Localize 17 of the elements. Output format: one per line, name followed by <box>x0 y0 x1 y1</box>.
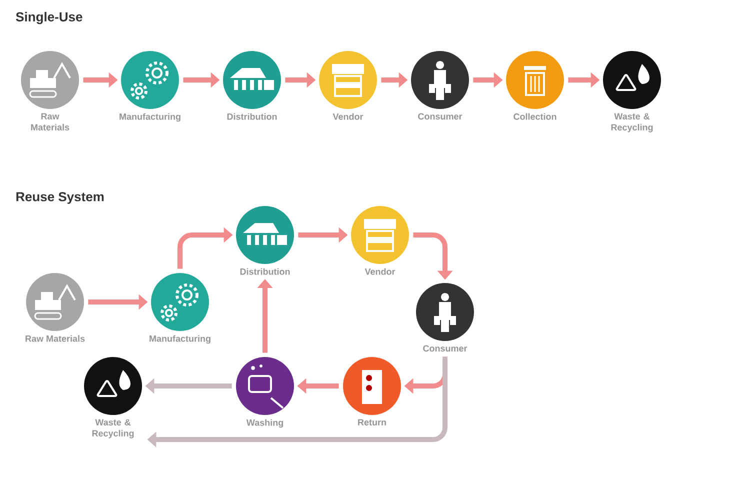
step-label: Consumer <box>418 113 462 120</box>
step-label: Consumer <box>423 345 468 352</box>
section-title: Reuse System <box>16 192 104 204</box>
section-title: Single-Use <box>16 12 82 24</box>
step-label: Washing <box>246 419 283 428</box>
step-label: Distribution <box>240 268 290 275</box>
step-label: Return <box>358 419 386 426</box>
step-label: Manufacturing <box>120 113 180 122</box>
step-label: Collection <box>514 113 556 120</box>
step-label: Waste & Recycling <box>92 419 134 438</box>
step-label: Vendor <box>332 113 364 120</box>
step-label: Raw Materials <box>26 335 85 342</box>
step-label: Vendor <box>364 268 396 275</box>
step-label: Raw Materials <box>31 113 70 130</box>
step-label: Distribution <box>227 113 277 120</box>
step-label: Manufacturing <box>150 335 210 344</box>
step-label: Waste & Recycling <box>611 113 653 132</box>
